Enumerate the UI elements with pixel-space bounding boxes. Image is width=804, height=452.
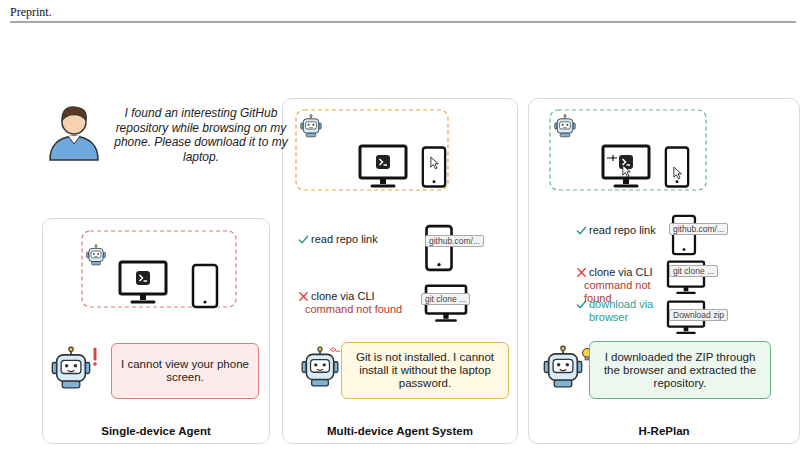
cursor-icon: [623, 165, 631, 177]
content-tag: Download zip: [669, 309, 728, 321]
robot-icon: [87, 245, 106, 265]
user-request: I found an interesting GitHub repository…: [112, 106, 290, 164]
panel-two-art: [296, 110, 466, 386]
laptop-icon: [668, 302, 704, 333]
laptop-icon: [603, 146, 649, 186]
tag-text: git clone ...: [425, 294, 466, 304]
step-text: clone via CLI: [589, 266, 669, 279]
phone-icon: [423, 148, 445, 187]
robot-icon: [301, 115, 321, 137]
panel-title: Single-device Agent: [43, 425, 269, 437]
cross-mark: [300, 293, 307, 300]
speech-text: I downloaded the ZIP through the browser…: [596, 351, 764, 390]
robot-icon: [52, 347, 89, 388]
panel-one-art: [52, 231, 236, 388]
tag-text: github.com/...: [429, 236, 480, 246]
plug-icon: [607, 155, 682, 163]
cross-mark: [578, 269, 585, 276]
agent-panel: Multi-device Agent System github.com/... g…: [282, 98, 518, 444]
phone-icon: [666, 148, 688, 187]
device-scope: [82, 231, 236, 307]
tag-text: Download zip: [673, 310, 724, 320]
speech-text: Git is not installed. I cannot install i…: [348, 351, 502, 390]
user-avatar: [50, 107, 98, 160]
laptop-icon: [668, 262, 704, 293]
check-mark: [577, 227, 585, 233]
error-text: command not found: [305, 303, 420, 316]
laptop-icon: [426, 286, 466, 321]
device-scope: [296, 110, 448, 190]
speech-bubble: I cannot view your phone screen.: [111, 343, 259, 399]
step-text: read repo link: [589, 224, 669, 237]
content-tag: git clone ...: [421, 293, 470, 305]
panel-title: Multi-device Agent System: [283, 425, 517, 437]
check-mark: [299, 236, 307, 242]
content-tag: git clone ...: [669, 265, 718, 277]
alert-mark: [93, 349, 97, 366]
cursor-icon: [674, 167, 682, 179]
robot-icon: [302, 347, 338, 386]
tag-text: github.com/...: [673, 224, 724, 234]
step-text: read repo link: [311, 233, 421, 246]
speech-text: I cannot view your phone screen.: [118, 358, 252, 384]
panel-title: H-RePlan: [529, 425, 799, 437]
dizzy-mark: [330, 348, 340, 352]
content-tag: github.com/...: [425, 235, 484, 247]
laptop-icon: [120, 262, 166, 302]
phone-icon: [426, 226, 451, 270]
speech-bubble: Git is not installed. I cannot install i…: [341, 342, 509, 399]
header-note: Preprint.: [10, 5, 130, 20]
agent-panel: Single-device Agent I cannot view your ph…: [42, 218, 270, 444]
robot-icon: [555, 115, 575, 137]
header-rule: [10, 22, 796, 23]
robot-icon: [544, 346, 581, 387]
idea-bulb: [583, 349, 592, 361]
laptop-icon: [360, 146, 406, 186]
phone-icon: [193, 265, 217, 307]
content-tag: github.com/...: [669, 223, 728, 235]
phone-icon: [673, 216, 695, 254]
agent-panel: H-RePlan github.com/... git clone ... Downl…: [528, 98, 800, 444]
device-scope: [550, 110, 706, 190]
panel-three-art: [544, 110, 706, 387]
step-text: clone via CLI: [311, 290, 421, 303]
speech-bubble: I downloaded the ZIP through the browser…: [589, 341, 771, 399]
cursor-icon: [431, 157, 439, 169]
tag-text: git clone ...: [673, 266, 714, 276]
step-text: download via browser: [589, 298, 663, 324]
